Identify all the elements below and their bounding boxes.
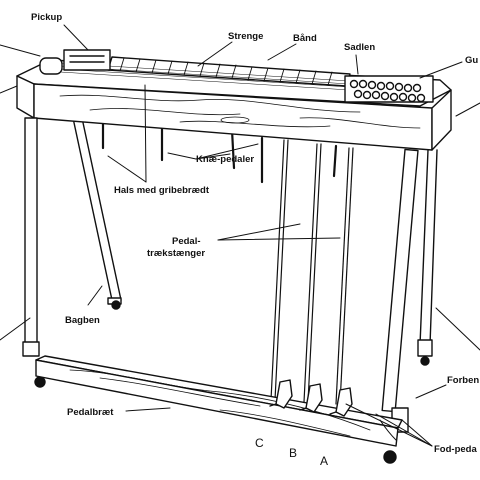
label-pickup: Pickup	[31, 12, 63, 23]
label-pedalbraet: Pedalbræt	[67, 407, 114, 418]
rear-left-leg	[72, 117, 122, 310]
label-fodpedal-partial: Fod-peda	[434, 444, 477, 455]
label-pedal-c: C	[255, 436, 264, 450]
knee-levers	[101, 118, 338, 184]
label-sadlen: Sadlen	[344, 42, 376, 53]
guitar-body	[16, 49, 452, 151]
label-pedal-line1: Pedal-	[172, 236, 201, 247]
label-baand: Bånd	[293, 33, 317, 44]
label-bagben: Bagben	[65, 315, 100, 326]
label-strenge: Strenge	[228, 31, 264, 42]
label-pedal-line2: trækstænger	[147, 248, 206, 259]
label-pedal-b: B	[289, 446, 298, 460]
front-left-leg	[22, 117, 46, 388]
rear-right-leg	[417, 149, 438, 366]
label-knae-pedaler: Knæ-pedaler	[196, 154, 255, 165]
label-hals: Hals med gribebrædt	[114, 185, 210, 196]
leader-lines	[0, 24, 480, 447]
front-right-leg	[381, 148, 419, 464]
label-gu-partial: Gu	[465, 55, 479, 66]
label-forben-partial: Forben	[447, 375, 480, 386]
label-pedal-a: A	[320, 454, 329, 468]
foot-pedals	[269, 379, 353, 417]
pedal-rods	[270, 139, 354, 405]
